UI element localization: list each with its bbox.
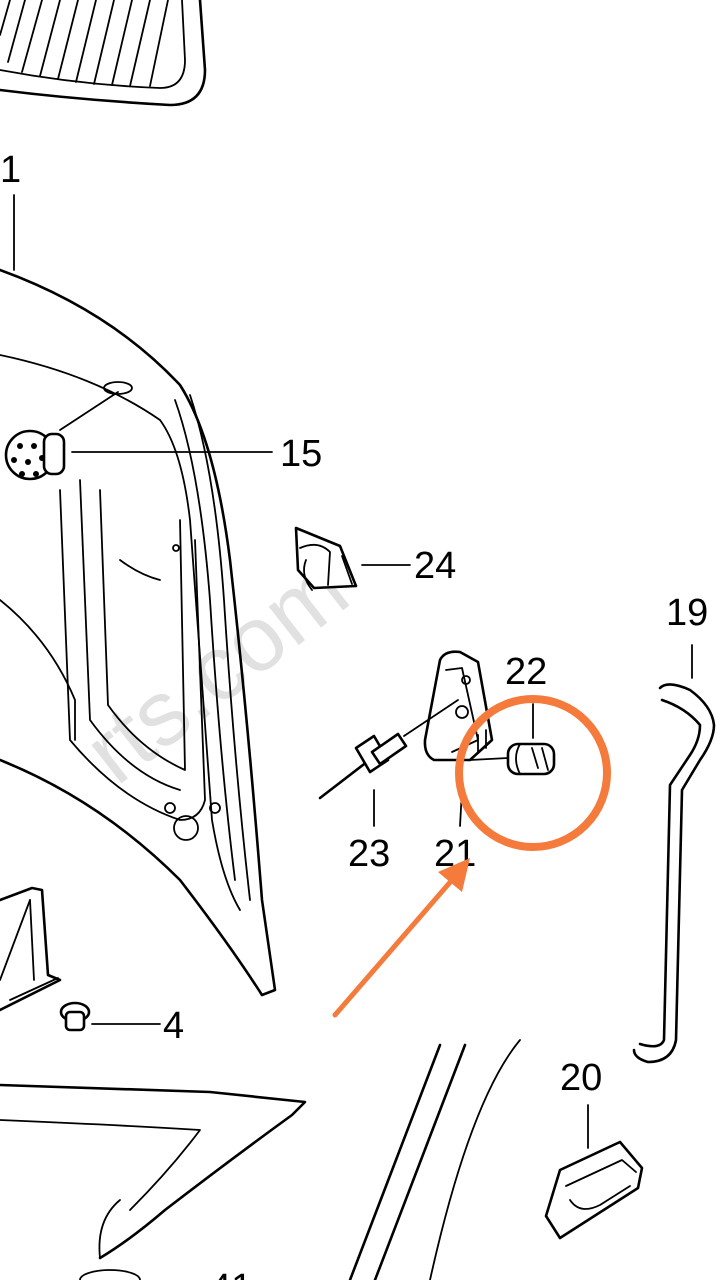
label-part-23: 23 bbox=[348, 833, 390, 875]
highlight-arrow-shaft bbox=[332, 877, 455, 1018]
clip-part-24 bbox=[294, 526, 358, 591]
grommet-part-15 bbox=[4, 391, 119, 481]
label-part-1: 1 bbox=[0, 149, 21, 191]
label-part-24: 24 bbox=[414, 545, 456, 587]
label-part-22: 22 bbox=[505, 651, 547, 693]
label-part-20: 20 bbox=[560, 1057, 602, 1099]
bumper-edge-lines bbox=[348, 1039, 521, 1280]
hood-panel bbox=[0, 268, 277, 997]
label-part-15: 15 bbox=[280, 433, 322, 475]
highlight-circle bbox=[455, 695, 611, 851]
top-grille bbox=[0, 0, 207, 107]
label-part-41: 41 bbox=[210, 1267, 252, 1280]
bracket-part-21 bbox=[423, 650, 494, 762]
pin-part-23 bbox=[318, 699, 459, 800]
fender-panel bbox=[0, 1083, 307, 1280]
label-part-4: 4 bbox=[163, 1005, 184, 1047]
clip-part-20 bbox=[544, 1140, 644, 1240]
prop-rod-part-19 bbox=[632, 683, 716, 1064]
label-part-19: 19 bbox=[666, 592, 708, 634]
highlight-arrow-head bbox=[438, 858, 470, 892]
hinge-strut bbox=[0, 886, 62, 1012]
buffer-part-4 bbox=[59, 1001, 91, 1032]
buffer-part-22 bbox=[469, 742, 556, 776]
